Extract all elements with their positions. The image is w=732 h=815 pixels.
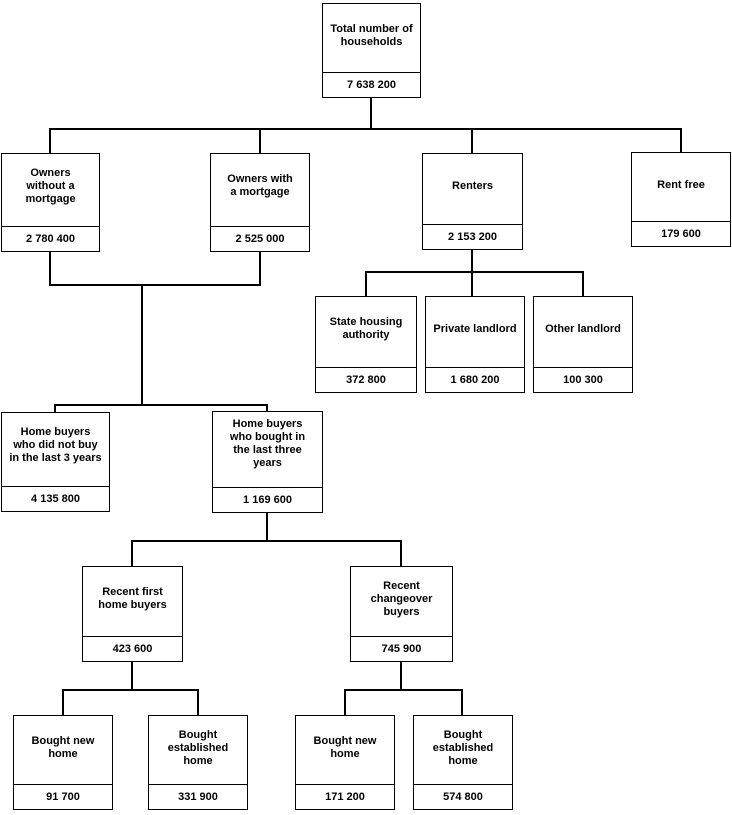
- node-label: Owners without a mortgage: [25, 166, 76, 205]
- node-state-housing-authority: State housing authority 372 800: [315, 296, 417, 393]
- node-not-recent-buyers: Home buyers who did not buy in the last …: [1, 412, 110, 512]
- node-spacer: [534, 359, 632, 367]
- node-value: 2 525 000: [211, 226, 309, 251]
- connector: [49, 128, 682, 130]
- node-value: 574 800: [414, 784, 512, 809]
- node-label: Home buyers who did not buy in the last …: [9, 425, 102, 464]
- node-value: 372 800: [316, 367, 416, 392]
- node-private-landlord: Private landlord 1 680 200: [425, 296, 525, 393]
- connector: [365, 271, 367, 296]
- node-recent-first-home-buyers: Recent first home buyers 423 600: [82, 566, 183, 662]
- connector: [197, 689, 199, 715]
- node-value: 171 200: [296, 784, 394, 809]
- node-label: Home buyers who bought in the last three…: [229, 418, 306, 469]
- node-other-landlord: Other landlord 100 300: [533, 296, 633, 393]
- node-label: Other landlord: [545, 322, 621, 335]
- node-total-households: Total number of households 7 638 200: [322, 3, 421, 98]
- connector: [344, 689, 463, 691]
- connector: [62, 689, 64, 715]
- node-value: 179 600: [632, 221, 730, 246]
- connector: [131, 540, 133, 566]
- node-spacer: [423, 216, 522, 224]
- node-spacer: [351, 629, 452, 636]
- node-value: 745 900: [351, 636, 452, 661]
- connector: [471, 128, 473, 153]
- connector: [400, 662, 402, 691]
- node-label: Private landlord: [433, 322, 517, 335]
- node-label: Bought new home: [31, 735, 95, 760]
- node-value: 423 600: [83, 636, 182, 661]
- connector: [266, 404, 268, 412]
- connector: [131, 540, 402, 542]
- node-value: 2 780 400: [2, 226, 99, 251]
- node-spacer: [211, 216, 309, 226]
- connector: [582, 271, 584, 296]
- node-value: 7 638 200: [323, 72, 420, 97]
- node-value: 331 900: [149, 784, 247, 809]
- node-value: 100 300: [534, 367, 632, 392]
- node-spacer: [2, 216, 99, 226]
- connector: [461, 689, 463, 715]
- connector: [471, 250, 473, 273]
- node-spacer: [426, 359, 524, 367]
- node-label: Recent first home buyers: [98, 586, 167, 611]
- node-label: State housing authority: [329, 316, 403, 341]
- connector: [259, 128, 261, 153]
- node-value: 2 153 200: [423, 224, 522, 249]
- node-label: Owners with a mortgage: [227, 173, 293, 198]
- node-owners-without-mortgage: Owners without a mortgage 2 780 400: [1, 153, 100, 252]
- connector: [49, 284, 261, 286]
- connector: [680, 128, 682, 152]
- connector: [370, 97, 372, 130]
- connector: [141, 284, 143, 406]
- node-recent-changeover-buyers: Recent changeover buyers 745 900: [350, 566, 453, 662]
- node-value: 1 169 600: [213, 487, 322, 512]
- connector: [54, 404, 56, 412]
- connector: [259, 252, 261, 286]
- connector: [471, 271, 473, 296]
- node-spacer: [83, 629, 182, 636]
- node-changeover-bought-established-home: Bought established home 574 800: [413, 715, 513, 810]
- connector: [344, 689, 346, 715]
- connector: [131, 662, 133, 691]
- node-label: Bought established home: [432, 728, 494, 767]
- node-owners-with-mortgage: Owners with a mortgage 2 525 000: [210, 153, 310, 252]
- node-value: 1 680 200: [426, 367, 524, 392]
- connector: [400, 540, 402, 566]
- node-value: 4 135 800: [2, 486, 109, 511]
- node-rent-free: Rent free 179 600: [631, 152, 731, 247]
- connector: [49, 252, 51, 286]
- node-first-bought-new-home: Bought new home 91 700: [13, 715, 113, 810]
- node-label: Recent changeover buyers: [370, 579, 433, 618]
- node-label: Rent free: [657, 178, 705, 191]
- node-recent-buyers: Home buyers who bought in the last three…: [212, 411, 323, 513]
- node-label: Bought new home: [313, 735, 377, 760]
- connector: [266, 513, 268, 542]
- node-changeover-bought-new-home: Bought new home 171 200: [295, 715, 395, 810]
- node-label: Total number of households: [330, 23, 413, 48]
- node-spacer: [2, 475, 109, 486]
- node-first-bought-established-home: Bought established home 331 900: [148, 715, 248, 810]
- node-renters: Renters 2 153 200: [422, 153, 523, 250]
- node-label: Bought established home: [167, 728, 229, 767]
- connector: [365, 271, 584, 273]
- connector: [54, 404, 268, 406]
- connector: [49, 128, 51, 153]
- node-label: Renters: [452, 179, 493, 192]
- node-value: 91 700: [14, 784, 112, 809]
- node-spacer: [316, 359, 416, 367]
- connector: [62, 689, 199, 691]
- node-spacer: [213, 474, 322, 487]
